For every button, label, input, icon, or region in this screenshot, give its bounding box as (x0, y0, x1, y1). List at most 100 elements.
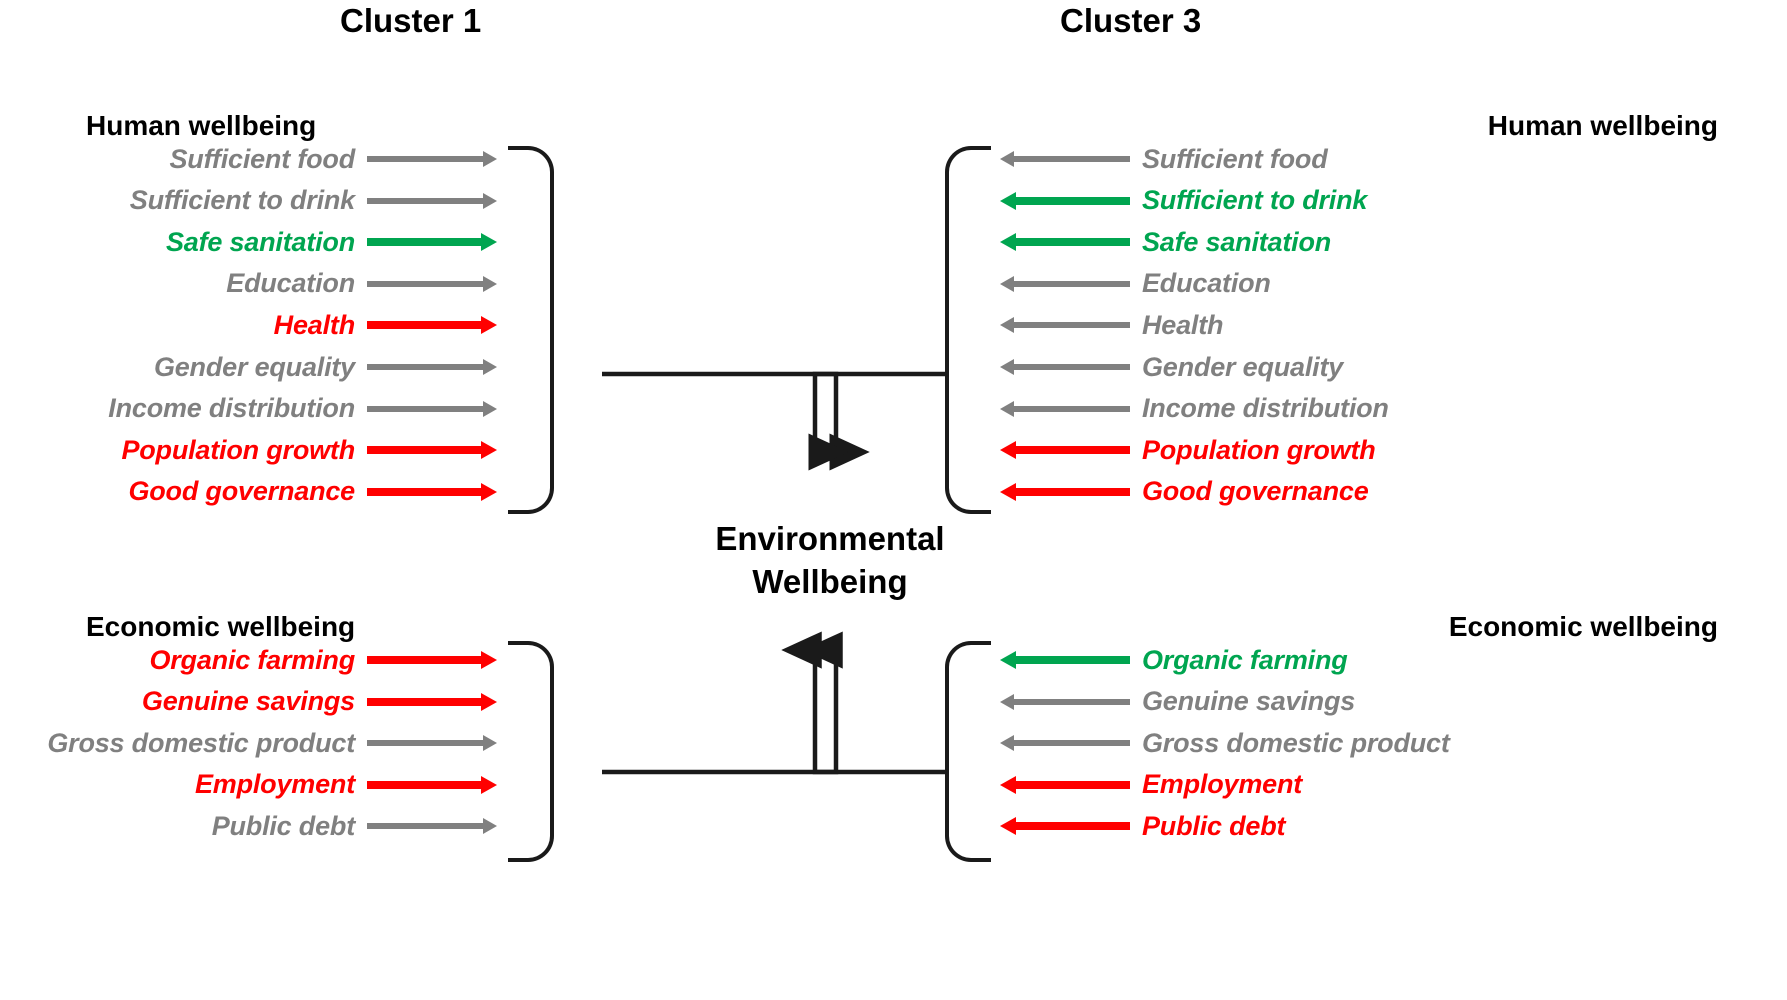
arrow-head-icon (481, 692, 497, 711)
arrow-shaft (1012, 698, 1130, 705)
indicator-label: Health (273, 309, 356, 340)
arrow-head-icon (483, 400, 497, 417)
indicator-row: Organic farming (149, 643, 497, 677)
indicator-arrow-green (367, 230, 497, 254)
arrow-shaft (1012, 446, 1130, 455)
indicator-label: Safe sanitation (165, 226, 355, 257)
left-human-bracket (508, 146, 554, 514)
indicator-label: Health (1142, 309, 1224, 340)
arrow-shaft (367, 697, 485, 706)
indicator-label: Safe sanitation (1142, 226, 1332, 257)
arrow-shaft (367, 656, 485, 664)
arrow-shaft (367, 780, 485, 789)
cluster-1-title: Cluster 1 (340, 2, 482, 39)
indicator-arrow-grey (1000, 272, 1130, 296)
arrow-shaft (367, 823, 485, 830)
indicator-arrow-grey (1000, 397, 1130, 421)
arrow-shaft (1012, 280, 1130, 287)
indicator-label: Organic farming (149, 644, 355, 675)
arrow-shaft (1012, 238, 1130, 247)
arrow-head-icon (481, 316, 497, 335)
indicator-row: Sufficient to drink (130, 184, 497, 218)
indicator-arrow-green (1000, 230, 1130, 254)
indicator-row: Good governance (128, 475, 497, 509)
indicator-row: Population growth (1000, 433, 1376, 467)
right-economic-bracket (945, 641, 991, 862)
indicator-arrow-red (367, 438, 497, 462)
arrow-head-icon (1000, 693, 1014, 710)
indicator-arrow-red (1000, 480, 1130, 504)
indicator-label: Employment (1142, 769, 1303, 800)
indicator-row: Income distribution (108, 392, 497, 426)
indicator-arrow-grey (367, 731, 497, 755)
indicator-arrow-grey (367, 355, 497, 379)
indicator-row: Safe sanitation (1000, 225, 1331, 259)
indicator-label: Good governance (128, 476, 355, 507)
arrow-head-icon (481, 233, 497, 252)
indicator-arrow-grey (367, 189, 497, 213)
indicator-label: Population growth (1142, 434, 1376, 465)
indicator-row: Gross domestic product (1000, 726, 1450, 760)
indicator-row: Education (1000, 267, 1271, 301)
indicator-arrow-grey (1000, 690, 1130, 714)
indicator-label: Public debt (211, 810, 356, 841)
arrow-shaft (1012, 780, 1130, 789)
indicator-arrow-grey (1000, 731, 1130, 755)
arrow-head-icon (483, 818, 497, 835)
arrow-head-icon (1000, 817, 1016, 836)
indicator-label: Gender equality (153, 351, 355, 382)
arrow-shaft (367, 197, 485, 204)
indicator-arrow-red (367, 648, 497, 672)
env-label-line-2: Wellbeing (752, 562, 908, 600)
arrow-head-icon (1000, 275, 1014, 292)
connector-left-human-to-env (602, 371, 870, 471)
indicator-row: Gross domestic product (47, 726, 497, 760)
arrow-shaft (1012, 822, 1130, 831)
arrow-head-icon (1000, 651, 1016, 669)
indicator-arrow-red (1000, 438, 1130, 462)
indicator-row: Good governance (1000, 475, 1369, 509)
indicator-row: Genuine savings (142, 685, 497, 719)
arrow-head-icon (481, 482, 497, 501)
arrow-head-icon (1000, 317, 1014, 334)
arrow-head-icon (1000, 359, 1014, 375)
indicator-label: Employment (194, 769, 355, 800)
indicator-label: Gross domestic product (47, 727, 355, 758)
indicator-label: Education (1142, 268, 1271, 299)
arrow-shaft (367, 321, 485, 330)
arrow-head-icon (483, 359, 497, 375)
indicator-label: Good governance (1142, 476, 1369, 507)
connector-left-economic-to-env (602, 631, 843, 775)
arrow-shaft (1012, 196, 1130, 205)
arrow-head-icon (1000, 233, 1016, 252)
arrow-shaft (367, 405, 485, 412)
arrow-head-icon (1000, 191, 1016, 210)
indicator-arrow-red (1000, 773, 1130, 797)
indicator-row: Public debt (212, 809, 497, 843)
right-economic-wellbeing-heading: Economic wellbeing (1448, 611, 1718, 642)
indicator-row: Population growth (121, 433, 497, 467)
indicator-row: Gender equality (154, 350, 497, 384)
environmental-wellbeing-label: Environmental Wellbeing (620, 518, 1040, 604)
indicator-label: Sufficient food (1142, 143, 1328, 174)
indicator-arrow-grey (367, 397, 497, 421)
indicator-row: Sufficient food (1000, 142, 1328, 176)
indicator-row: Organic farming (1000, 643, 1348, 677)
indicator-label: Public debt (1142, 810, 1286, 841)
indicator-label: Gender equality (1142, 351, 1344, 382)
indicator-row: Public debt (1000, 809, 1286, 843)
arrow-shaft (1012, 322, 1130, 329)
indicator-arrow-grey (367, 814, 497, 838)
arrow-shaft (367, 740, 485, 747)
indicator-arrow-red (1000, 814, 1130, 838)
left-human-wellbeing-heading: Human wellbeing (86, 110, 317, 141)
env-label-line-1: Environmental (715, 520, 945, 557)
arrow-head-icon (481, 775, 497, 794)
indicator-row: Gender equality (1000, 350, 1343, 384)
arrow-head-icon (1000, 735, 1014, 752)
arrow-shaft (367, 156, 485, 162)
indicator-arrow-red (367, 480, 497, 504)
indicator-arrow-grey (367, 272, 497, 296)
arrow-shaft (367, 487, 485, 496)
indicator-label: Genuine savings (1142, 686, 1356, 717)
